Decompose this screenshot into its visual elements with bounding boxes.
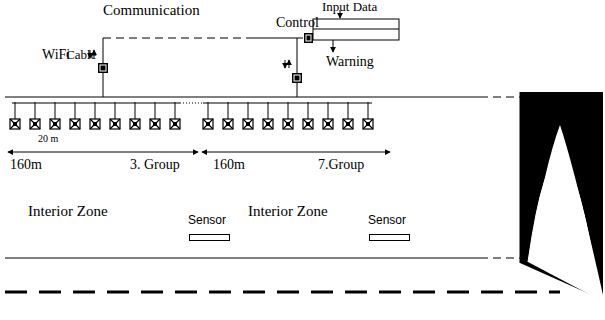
dimension-label: 160m [213, 158, 245, 172]
sensor-label: Sensor [188, 214, 230, 226]
dimension-label: 20 m [38, 134, 58, 144]
sensor-node: Sensor [188, 214, 230, 241]
sensor-node: Sensor [368, 214, 410, 241]
control-label: Control [276, 16, 319, 30]
wifi-label: WiFi [42, 48, 70, 62]
warning-label: Warning [326, 55, 374, 69]
sensor-symbol [189, 234, 230, 241]
input-label: Input Data [322, 0, 377, 13]
group-label: 3. Group [130, 158, 180, 172]
dimension-label: 160m [10, 158, 42, 172]
title-label: Communication [103, 3, 200, 18]
cable-label: Cable [66, 48, 96, 61]
group-label: 7.Group [318, 158, 364, 172]
zone-label: Interior Zone [248, 204, 328, 219]
zone-label: Interior Zone [28, 204, 108, 219]
sensor-label: Sensor [368, 214, 410, 226]
sensor-symbol [369, 234, 410, 241]
